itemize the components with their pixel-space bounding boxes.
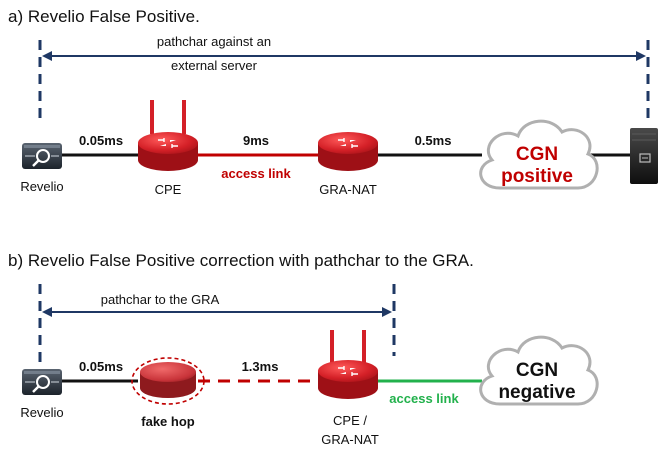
access-link-label: access link (221, 166, 291, 181)
arrow-label-line1: pathchar against an (157, 34, 271, 49)
latency-fakehop-cpe: 1.3ms (242, 359, 279, 374)
cpe-gra-nat-label-line2: GRA-NAT (321, 432, 379, 447)
panel-a-title: a) Revelio False Positive. (8, 7, 200, 26)
fake-hop-label: fake hop (141, 414, 195, 429)
revelio-label: Revelio (20, 179, 63, 194)
server-icon (630, 128, 658, 184)
cgn-negative-line1: CGN (516, 360, 558, 381)
magnifier-host-icon (22, 369, 62, 395)
cgn-positive-line1: CGN (516, 144, 558, 165)
latency-revelio-cpe: 0.05ms (79, 133, 123, 148)
cpe-gra-nat-label-line1: CPE / (333, 413, 367, 428)
panel-b-title: b) Revelio False Positive correction wit… (8, 251, 474, 270)
revelio-label: Revelio (20, 405, 63, 420)
arrow-label: pathchar to the GRA (101, 292, 220, 307)
wifi-router-icon (318, 330, 378, 399)
cloud-icon (479, 119, 599, 190)
panel-a: a) Revelio False Positive. pathchar agai… (8, 7, 658, 197)
latency-revelio-fakehop: 0.05ms (79, 359, 123, 374)
wifi-router-icon (138, 100, 198, 171)
latency-cpe-gra: 9ms (243, 133, 269, 148)
access-link-label: access link (389, 391, 459, 406)
router-icon (318, 132, 378, 171)
magnifier-host-icon (22, 143, 62, 169)
gra-nat-label: GRA-NAT (319, 182, 377, 197)
cgn-negative-line2: negative (498, 382, 575, 403)
panel-b: b) Revelio False Positive correction wit… (8, 251, 599, 447)
arrow-label-line2: external server (171, 58, 258, 73)
latency-gra-cgn: 0.5ms (415, 133, 452, 148)
cpe-label: CPE (155, 182, 182, 197)
cgn-positive-line2: positive (501, 166, 573, 187)
fake-hop-router-icon (131, 357, 205, 405)
cloud-icon (479, 335, 599, 406)
